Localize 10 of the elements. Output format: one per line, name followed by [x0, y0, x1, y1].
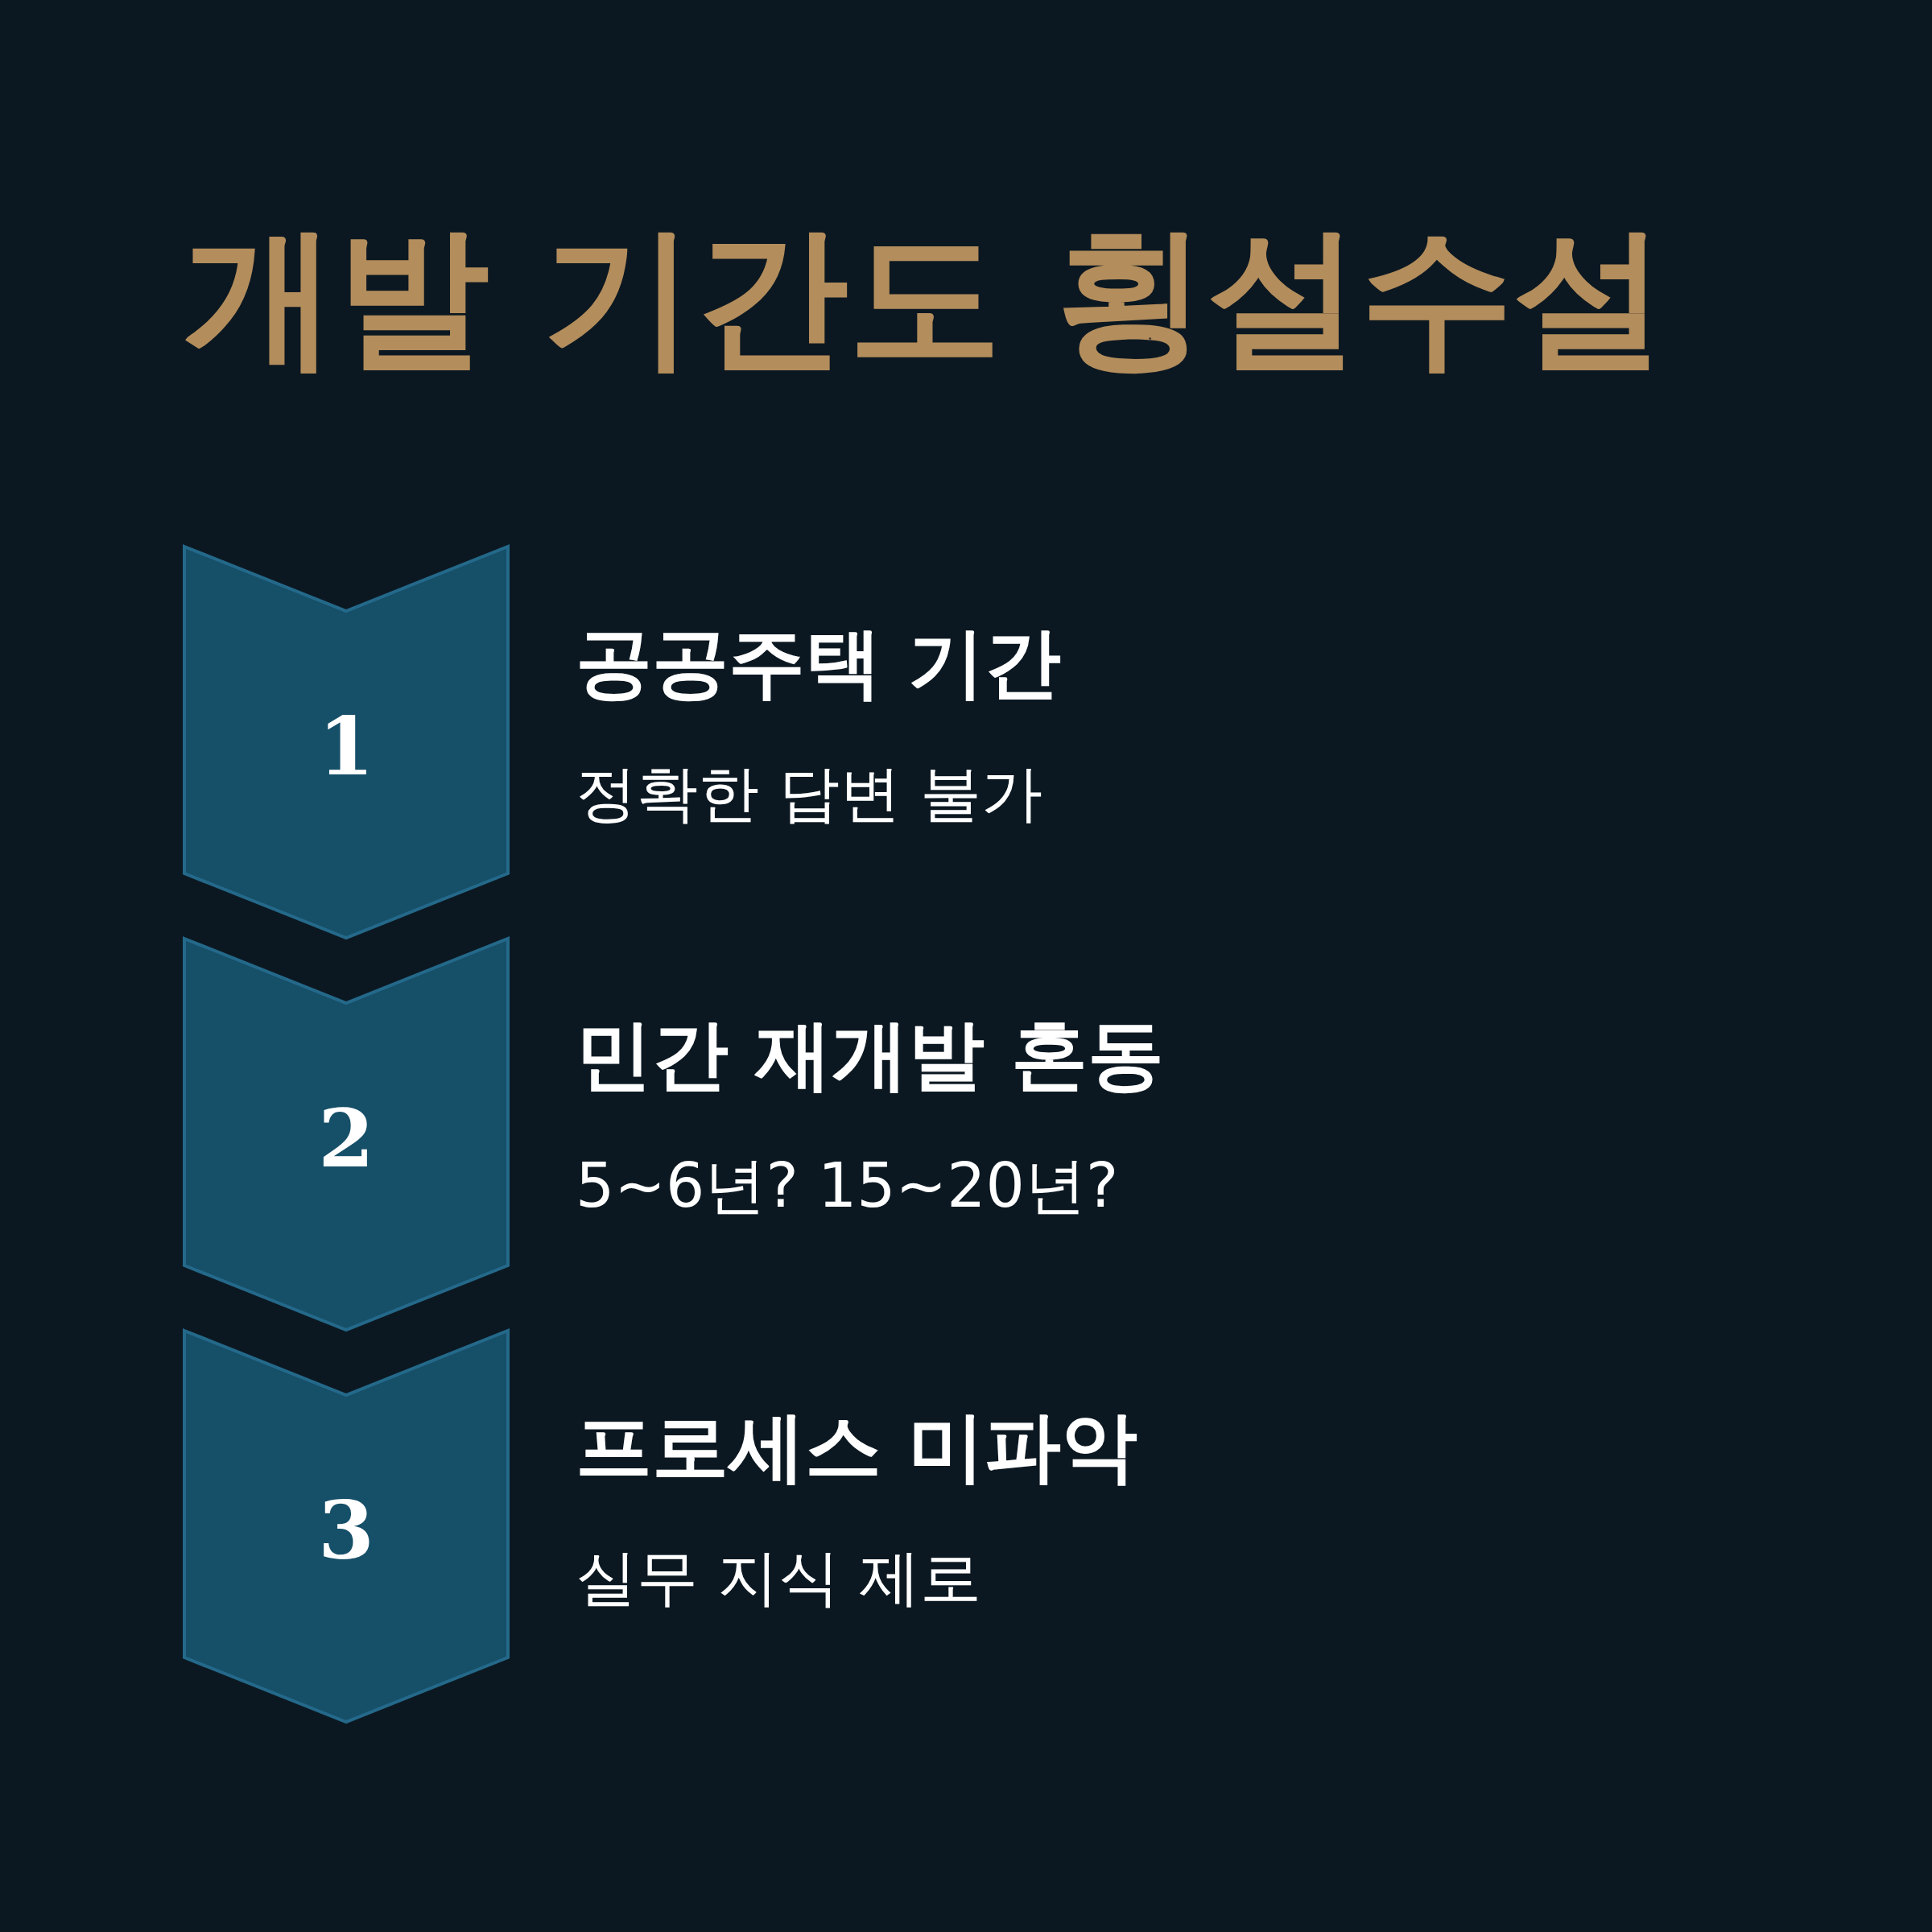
step-description: 정확한 답변 불가 — [576, 758, 1043, 829]
step-heading: 프로세스 미파악 — [576, 1403, 1138, 1492]
title: 개발 기간도 횡설수설 — [184, 207, 1667, 387]
step-number: 1 — [317, 706, 375, 786]
step-description: 5~6년? 15~20년? — [576, 1150, 1119, 1221]
step-number: 2 — [317, 1098, 375, 1179]
step-heading: 공공주택 기간 — [576, 619, 1062, 708]
step-description: 실무 지식 제로 — [576, 1542, 982, 1613]
step-number: 3 — [317, 1490, 375, 1571]
step-heading: 민간 재개발 혼동 — [576, 1011, 1165, 1100]
